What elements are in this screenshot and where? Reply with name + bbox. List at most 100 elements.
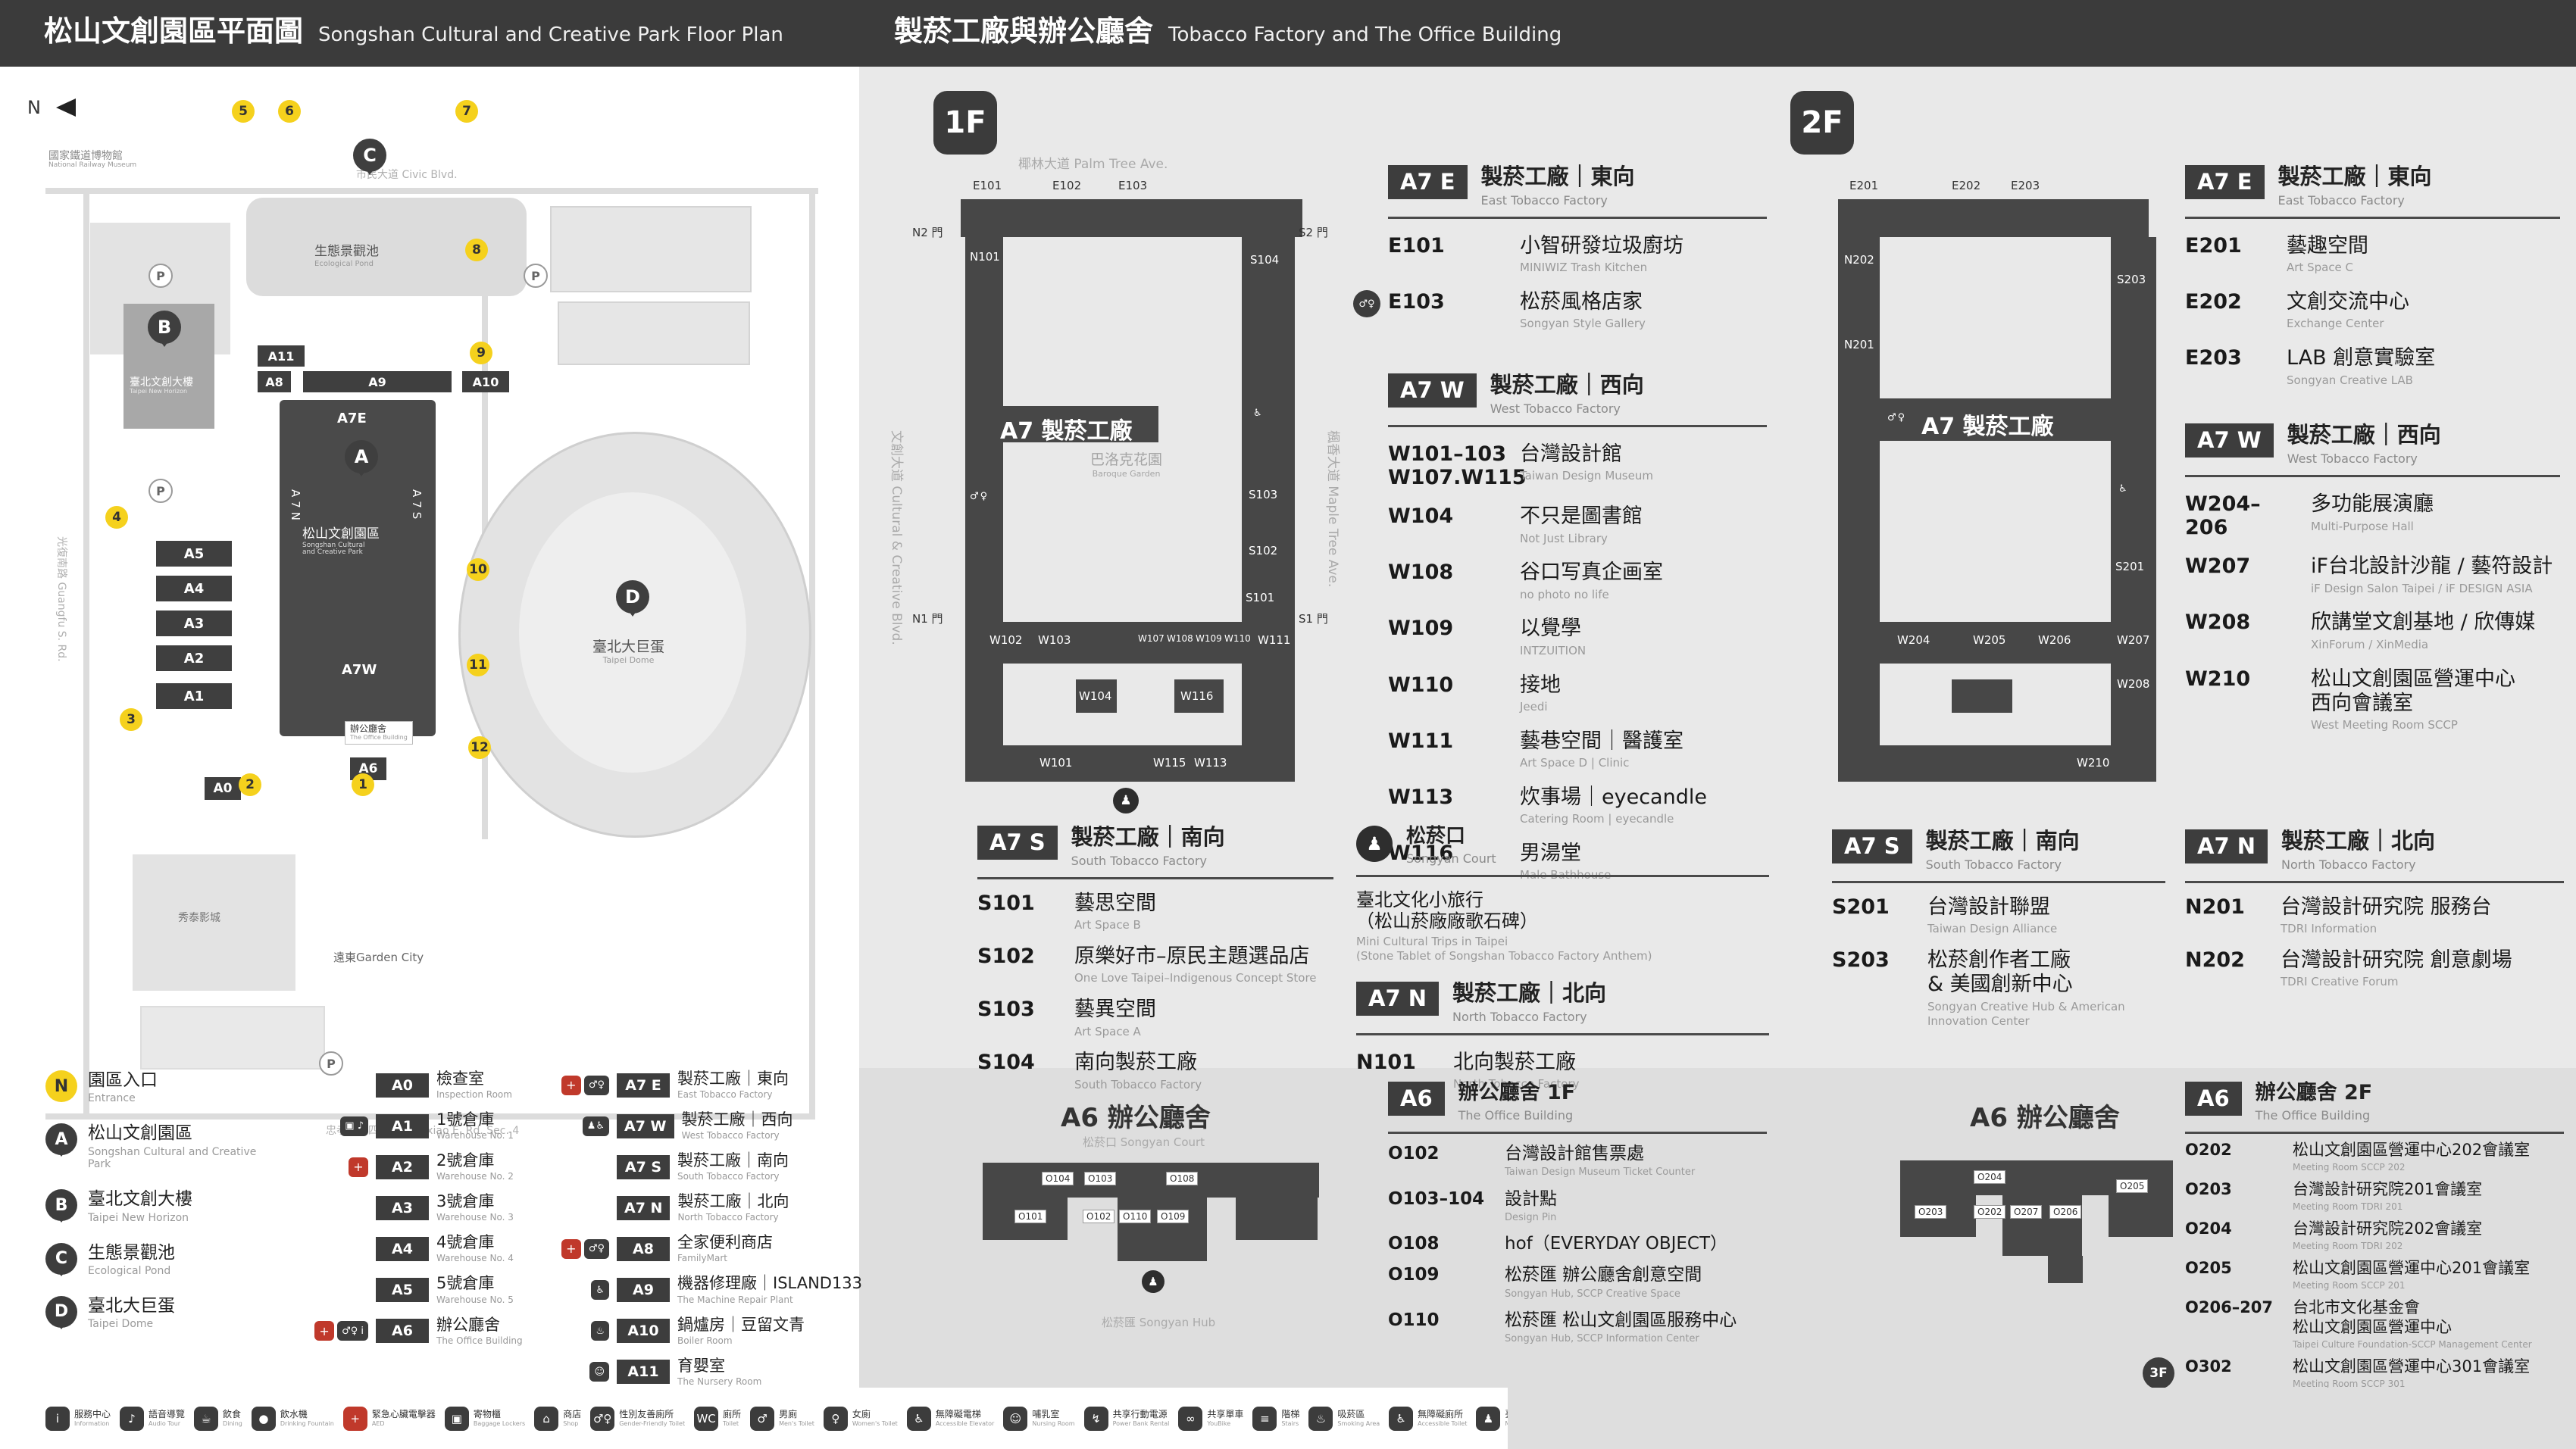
room-label-o205: O205 xyxy=(2116,1179,2149,1193)
court-entry: 臺北文化小旅行 （松山菸廠廠歌石碑） Mini Cultural Trips i… xyxy=(1356,888,1652,963)
legend-row: ☺ A11 育嬰室 The Nursery Room xyxy=(536,1357,849,1387)
aed-icon: + xyxy=(349,1157,368,1177)
section-title: 製菸工廠｜南向 South Tobacco Factory xyxy=(1925,828,2080,872)
section-title: 辦公廳舍 1F The Office Building xyxy=(1458,1081,1576,1123)
room-label-w107: W107 xyxy=(1138,633,1165,644)
legend-icon-cluster: ▣ ♪ xyxy=(295,1116,368,1136)
legend-label: 臺北大巨蛋 Taipei Dome xyxy=(88,1295,175,1331)
room-code: W210 xyxy=(2185,667,2251,691)
gate-s1: S1 門 xyxy=(1299,612,1328,626)
footer-item: WC 廁所 Toilet xyxy=(694,1406,742,1431)
legend-icon-cluster: ♟♿ xyxy=(536,1116,609,1136)
room-label-o206: O206 xyxy=(2049,1205,2082,1219)
building-chip-a4: A4 xyxy=(156,576,232,601)
facility-label: 哺乳室 Nursing Room xyxy=(1032,1408,1075,1427)
section-header-a6-1f: A6 辦公廳舍 1F The Office Building xyxy=(1388,1082,1767,1134)
legend-row: ♨ A10 鍋爐房｜豆留文青 Boiler Room xyxy=(536,1316,849,1346)
legend-row: A7 N 製菸工廠｜北向 North Tobacco Factory xyxy=(536,1193,849,1223)
room-label-o108: O108 xyxy=(1166,1172,1199,1185)
aed-icon: + xyxy=(561,1075,581,1095)
room-label-o204: O204 xyxy=(1974,1170,2006,1184)
west-wing-stub xyxy=(1952,679,2012,713)
section-title: 辦公廳舍 2F The Office Building xyxy=(2255,1081,2373,1123)
entry-row: O108 hof（EVERYDAY OBJECT） xyxy=(1388,1234,1767,1255)
left-panel-header: 松山文創園區平面圖 Songshan Cultural and Creative… xyxy=(0,0,859,67)
east-wing xyxy=(1838,199,2149,237)
plan-1f: 椰林大道 Palm Tree Ave. 文創大道 Cultural & Crea… xyxy=(889,157,1340,814)
floor-3f-badge: 3F xyxy=(2143,1357,2174,1389)
room-label-e102: E102 xyxy=(1052,179,1082,192)
facility-label: 緊急心臟電擊器 AED xyxy=(371,1408,436,1427)
listing-2f-north: A7 N 製菸工廠｜北向 North Tobacco Factory N201 … xyxy=(2185,829,2564,1001)
park-name-label: 松山文創園區 Songshan Cultural and Creative Pa… xyxy=(302,526,380,557)
facility-legend-strip: i 服務中心 Information ♪ 語音導覽 Audio Tour ☕ 飲… xyxy=(0,1388,1659,1449)
right-panel-header: 製菸工廠與辦公廳舍 Tobacco Factory and The Office… xyxy=(859,0,2576,67)
legend-label: 3號倉庫 Warehouse No. 3 xyxy=(436,1192,514,1223)
floor-badge-1f: 1F xyxy=(933,91,997,155)
legend-row: A4 4號倉庫 Warehouse No. 4 xyxy=(295,1234,538,1263)
room-code: S102 xyxy=(977,945,1035,969)
footer-item: ▣ 寄物櫃 Baggage Lockers xyxy=(444,1406,525,1431)
section-header-a7n-1f: A7 N 製菸工廠｜北向 North Tobacco Factory xyxy=(1356,981,1769,1035)
facility-label: 性別友善廁所 Gender-Friendly Toilet xyxy=(619,1408,686,1427)
entry-row: 臺北文化小旅行 （松山菸廠廠歌石碑） Mini Cultural Trips i… xyxy=(1356,889,1769,963)
legend-code-badge: A2 xyxy=(376,1154,429,1179)
legend-code-badge: A10 xyxy=(617,1319,670,1344)
parking-icon: P xyxy=(524,264,548,288)
room-code: W110 xyxy=(1388,673,1454,697)
room-label-o109: O109 xyxy=(1157,1210,1190,1223)
section-title: 製菸工廠｜東向 East Tobacco Factory xyxy=(1480,164,1635,208)
convention-block xyxy=(558,301,750,365)
parking-icon: P xyxy=(319,1051,343,1076)
west-wing-stub1 xyxy=(1076,679,1117,713)
legend-row: A3 3號倉庫 Warehouse No. 3 xyxy=(295,1193,538,1223)
facility-label: 階梯 Stairs xyxy=(1281,1408,1300,1427)
room-code: S104 xyxy=(977,1051,1035,1075)
building-chip-a10: A10 xyxy=(462,371,509,392)
room-code: W113 xyxy=(1388,785,1454,809)
room-code: E201 xyxy=(2185,233,2242,258)
legend-icon-cluster: ☺ xyxy=(536,1362,609,1382)
legend-label: 製菸工廠｜南向 South Tobacco Factory xyxy=(677,1151,789,1182)
facility-label: 廁所 Toilet xyxy=(723,1408,742,1427)
a6-bottom-tab xyxy=(2048,1256,2083,1283)
center-wing xyxy=(1880,398,2111,441)
parking-icon: P xyxy=(148,479,173,503)
room-label-w103: W103 xyxy=(1038,633,1071,647)
facility-label: 男廁 Men's Toilet xyxy=(779,1408,814,1427)
facility-icon: ☺ xyxy=(1003,1406,1028,1431)
west-wing-row2 xyxy=(965,745,1295,782)
room-code: N101 xyxy=(1356,1050,1416,1074)
legend-label: 臺北文創大樓 Taipei New Horizon xyxy=(88,1189,192,1224)
footer-item: ∞ 共享單車 YouBike xyxy=(1178,1406,1243,1431)
section-header-a7w-1f: A7 W 製菸工廠｜西向 West Tobacco Factory xyxy=(1388,373,1767,428)
facility-icon: ♿ xyxy=(906,1406,931,1431)
west-wing-row1 xyxy=(1838,622,2156,664)
room-label-w210: W210 xyxy=(2077,756,2110,770)
accessible-icon: ♿ xyxy=(1253,408,1264,419)
room-code: E203 xyxy=(2185,346,2242,370)
facility-label: 女廁 Women's Toilet xyxy=(852,1408,898,1427)
legend-row: + ♂♀ A7 E 製菸工廠｜東向 East Tobacco Factory xyxy=(536,1070,849,1100)
room-label-w111: W111 xyxy=(1258,633,1291,647)
park-map: 市民大道 Civic Blvd. 光復南路 Guangfu S. Rd. 忠孝東… xyxy=(0,67,859,1137)
legend-icon-cluster: + ♂♀ xyxy=(536,1238,609,1259)
toilet-icon: ♂♀ xyxy=(1887,412,1907,423)
